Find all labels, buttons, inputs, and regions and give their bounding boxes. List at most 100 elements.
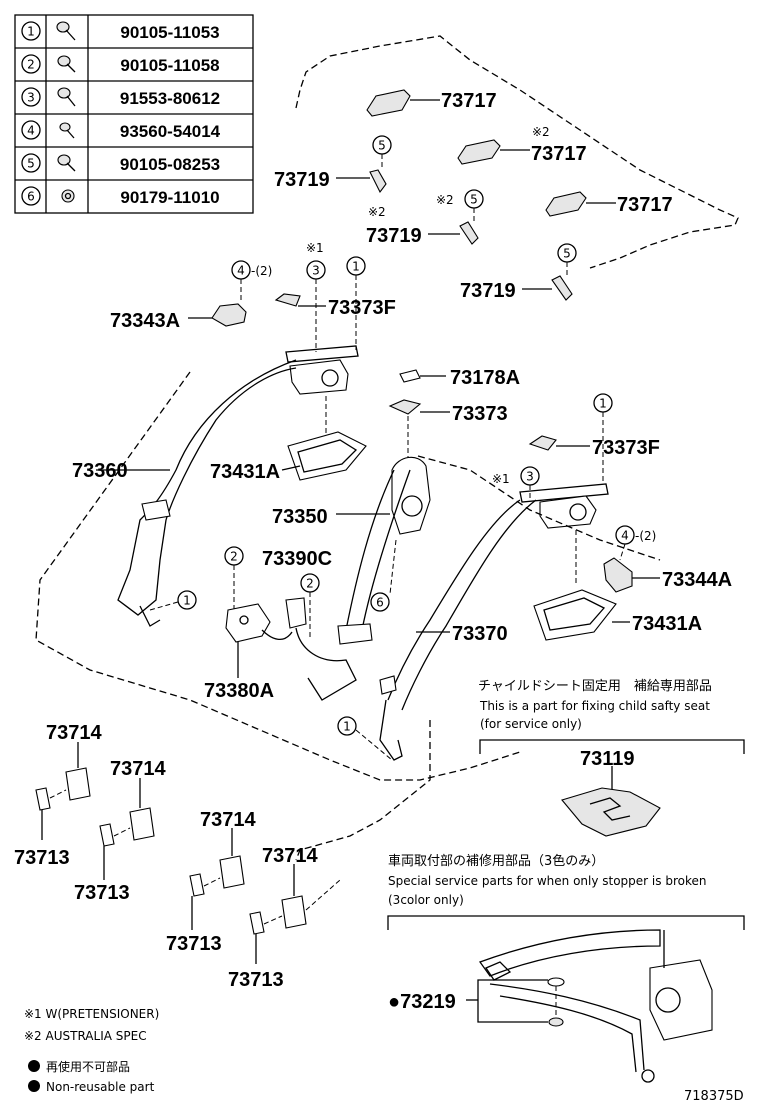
callout-73380A: 73380A — [204, 680, 274, 702]
callout-73343A: 73343A — [110, 310, 180, 332]
headrest-cover-b — [457, 139, 530, 165]
bolt-icon — [59, 122, 75, 139]
callout-73373: 73373 — [452, 403, 508, 425]
seat-belt-73360 — [117, 359, 297, 627]
retractor-cover-right — [533, 589, 617, 641]
seat-belt-73370 — [379, 499, 537, 761]
callout-73373F: 73373F — [592, 437, 660, 459]
callout-73714: 73714 — [262, 845, 318, 867]
callout-73713: 73713 — [166, 933, 222, 955]
callout-73717: 73717 — [617, 194, 673, 216]
svg-text:1: 1 — [183, 594, 191, 608]
callout-73713: 73713 — [74, 882, 130, 904]
bezel-73373 — [388, 399, 422, 415]
cover-set-2 — [99, 778, 155, 880]
stopper-note-en2: (3color only) — [388, 893, 464, 907]
mark-australia: ※2 — [532, 125, 550, 139]
callout-73350: 73350 — [272, 506, 328, 528]
child-seat-note-jp: チャイルドシート固定用 補給専用部品 — [478, 679, 712, 694]
svg-text:※1: ※1 — [492, 472, 510, 486]
bolt-icon — [57, 55, 76, 73]
headrest-cover-a — [366, 89, 440, 117]
svg-text:5: 5 — [563, 247, 571, 261]
child-seat-note-en2: (for service only) — [480, 717, 582, 731]
svg-text:4: 4 — [621, 529, 629, 543]
callout-73714: 73714 — [46, 722, 102, 744]
clip-73719 — [459, 221, 479, 245]
svg-text:5: 5 — [378, 139, 386, 153]
callout-73719: 73719 — [366, 225, 422, 247]
callout-73713: 73713 — [228, 969, 284, 991]
stopper-assembly — [478, 929, 713, 1083]
table-part-number: 91553-80612 — [120, 89, 220, 108]
bolt-icon — [57, 154, 76, 172]
callout-73714: 73714 — [200, 809, 256, 831]
callout-73390C: 73390C — [262, 548, 332, 570]
table-part-number: 90105-08253 — [120, 155, 220, 174]
clip-73719 — [369, 169, 387, 194]
callout-73370: 73370 — [452, 623, 508, 645]
callout-circle-1 — [177, 590, 197, 610]
retractor-left — [285, 345, 359, 395]
callout-circle-1 — [337, 716, 357, 736]
child-seat-note-en: This is a part for fixing child safty se… — [479, 699, 710, 713]
buckle-73380A — [225, 603, 293, 643]
callout-73373F: 73373F — [328, 297, 396, 319]
svg-text:※2: ※2 — [436, 193, 454, 207]
callout-73717: 73717 — [441, 90, 497, 112]
table-row-num: 4 — [27, 124, 35, 138]
callout-73719: 73719 — [274, 169, 330, 191]
callout-73713: 73713 — [14, 847, 70, 869]
table-row-num: 3 — [27, 91, 35, 105]
svg-text:-(2): -(2) — [251, 264, 272, 278]
svg-text:2: 2 — [306, 577, 314, 591]
svg-text:2: 2 — [230, 550, 238, 564]
svg-text:1: 1 — [599, 397, 607, 411]
bullet-icon — [28, 1060, 40, 1072]
svg-text:※2: ※2 — [368, 205, 386, 219]
table-circle-1 — [21, 21, 41, 41]
svg-text:5: 5 — [470, 193, 478, 207]
child-seat-bracket-73119 — [561, 787, 661, 837]
headrest-cover-c — [545, 191, 616, 217]
table-part-number: 90179-11010 — [120, 188, 219, 207]
legend-pretensioner: ※1 W(PRETENSIONER) — [24, 1007, 159, 1021]
anchor-cover-73343A — [211, 303, 247, 327]
anchor-cover-73344A — [603, 557, 633, 593]
callout-73344A: 73344A — [662, 569, 732, 591]
callout-73717: 73717 — [531, 143, 587, 165]
bezel-73373F — [274, 293, 301, 307]
cover-set-4 — [249, 864, 341, 964]
svg-text:1: 1 — [343, 720, 351, 734]
svg-text:※1: ※1 — [306, 241, 324, 255]
callout-73178A: 73178A — [450, 367, 520, 389]
stopper-note-en: Special service parts for when only stop… — [388, 874, 706, 888]
retractor-right — [519, 483, 609, 529]
table-part-number: 93560-54014 — [120, 122, 221, 141]
callout-73219: ●73219 — [388, 991, 456, 1013]
bolt-icon — [57, 87, 76, 107]
guide-73178A — [399, 369, 421, 383]
fastener-table: 1 90105-11053 2 90105-11058 3 91553-8061… — [14, 14, 254, 214]
stopper-note-jp: 車両取付部の補修用部品（3色のみ） — [388, 853, 604, 869]
callout-73119: 73119 — [580, 748, 635, 770]
table-row-num: 1 — [27, 25, 35, 39]
callout-circle-6 — [370, 592, 390, 612]
callout-73431A: 73431A — [210, 461, 280, 483]
bolt-icon — [56, 21, 76, 41]
package-tray-outline — [295, 35, 739, 269]
svg-text:4: 4 — [237, 264, 245, 278]
buckle-73390C — [285, 597, 357, 701]
cover-set-1 — [35, 742, 91, 840]
svg-text:3: 3 — [526, 470, 534, 484]
bullet-icon — [28, 1080, 40, 1092]
callout-73719: 73719 — [460, 280, 516, 302]
svg-text:3: 3 — [312, 264, 320, 278]
svg-text:-(2): -(2) — [635, 529, 656, 543]
table-row-num: 5 — [27, 157, 35, 171]
legend-non-reusable-en: Non-reusable part — [46, 1080, 155, 1094]
svg-text:6: 6 — [376, 596, 384, 610]
clip-73719 — [551, 275, 573, 301]
nut-icon — [61, 189, 75, 203]
